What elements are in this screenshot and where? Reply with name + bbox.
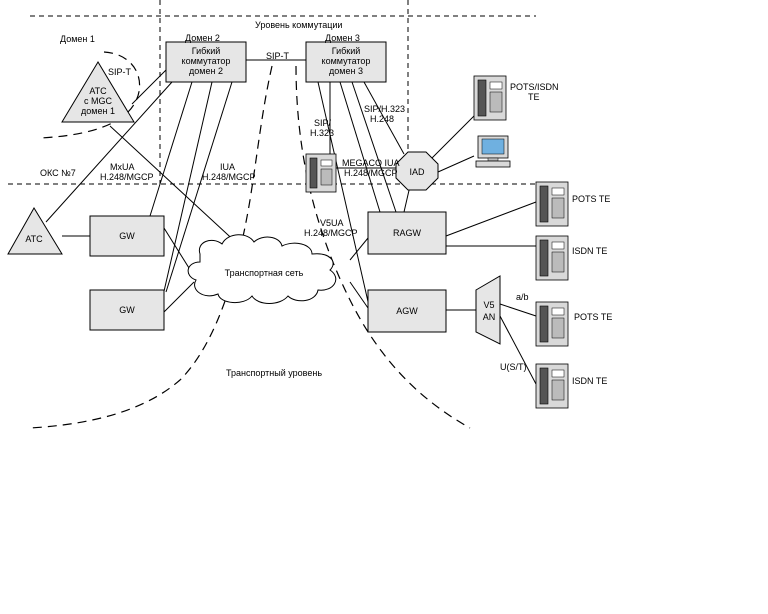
transport-network-cloud-icon: Транспортная сеть [187, 234, 337, 304]
domain-arc-right [295, 65, 471, 429]
sip-h323-label: SIP/H.323 [364, 104, 405, 114]
ust-interface-label: U(S/T) [500, 362, 527, 372]
mxua-label: MxUA [110, 162, 135, 172]
oks7-label: ОКС №7 [40, 168, 76, 178]
isdn-te-label-2: ISDN TE [572, 376, 607, 386]
v5ua-label: V5UA [320, 218, 344, 228]
megaco-protocol-label: H.248/MGCP [344, 168, 398, 178]
svg-text:GW: GW [119, 231, 135, 241]
pots-isdn-te-label: POTS/ISDN [510, 82, 559, 92]
svg-text:IAD: IAD [409, 167, 425, 177]
computer-icon [475, 135, 511, 168]
domain1-label: Домен 1 [60, 34, 95, 44]
telephone-icon [535, 181, 569, 227]
svg-text:с MGC: с MGC [84, 96, 112, 106]
mxua-protocol-label: H.248/MGCP [100, 172, 154, 182]
ats-node[interactable]: АТС [7, 207, 63, 255]
connections [45, 59, 537, 385]
domain3-label: Домен 3 [325, 33, 360, 43]
svg-text:GW: GW [119, 305, 135, 315]
iua-label: IUA [220, 162, 235, 172]
softswitch-domain2[interactable]: Гибкий коммутатор домен 2 [165, 41, 247, 83]
svg-text:домен 2: домен 2 [189, 66, 223, 76]
svg-text:домен 1: домен 1 [81, 106, 115, 116]
ats-mgc-domain1[interactable]: АТС с MGC домен 1 [61, 61, 135, 123]
iua-protocol-label: H.248/MGCP [202, 172, 256, 182]
telephone-icon [305, 153, 337, 193]
svg-text:Гибкий: Гибкий [192, 46, 221, 56]
h248-label: H.248 [370, 114, 394, 124]
svg-text:АТС: АТС [25, 234, 43, 244]
sip-t-domain1-label: SIP-T [108, 67, 132, 77]
svg-text:AGW: AGW [396, 306, 418, 316]
switching-level-label: Уровень коммутации [255, 20, 342, 30]
v5ua-protocol-label: H.248/MGCP [304, 228, 358, 238]
domain2-label: Домен 2 [185, 33, 220, 43]
megaco-label: MEGACO IUA [342, 158, 400, 168]
h323-label: H.323 [310, 128, 334, 138]
svg-text:Гибкий: Гибкий [332, 46, 361, 56]
softswitch-domain3[interactable]: Гибкий коммутатор домен 3 [305, 41, 387, 83]
telephone-icon [535, 363, 569, 409]
iad-node[interactable]: IAD [395, 151, 439, 191]
isdn-te-label-1: ISDN TE [572, 246, 607, 256]
svg-text:домен 3: домен 3 [329, 66, 363, 76]
transport-level-label: Транспортный уровень [226, 368, 322, 378]
gateway-2[interactable]: GW [89, 289, 165, 331]
pots-te-label-2: POTS TE [574, 312, 612, 322]
telephone-icon [473, 75, 507, 121]
domain-arc-left [29, 65, 273, 429]
telephone-icon [535, 235, 569, 281]
telephone-icon [535, 301, 569, 347]
gateway-1[interactable]: GW [89, 215, 165, 257]
sip-label: SIP/ [314, 118, 332, 128]
transport-network-label: Транспортная сеть [225, 268, 304, 278]
svg-text:AN: AN [483, 312, 496, 322]
svg-text:коммутатор: коммутатор [182, 56, 231, 66]
agw-node[interactable]: AGW [367, 289, 447, 333]
pots-te-label-1: POTS TE [572, 194, 610, 204]
svg-text:АТС: АТС [89, 86, 107, 96]
v5-access-node[interactable]: V5 AN [475, 275, 501, 345]
pots-isdn-te-label-2: TE [528, 92, 540, 102]
ragw-node[interactable]: RAGW [367, 211, 447, 255]
svg-text:V5: V5 [483, 300, 494, 310]
svg-text:коммутатор: коммутатор [322, 56, 371, 66]
sip-t-label: SIP-T [266, 51, 290, 61]
ab-interface-label: a/b [516, 292, 529, 302]
svg-text:RAGW: RAGW [393, 228, 422, 238]
